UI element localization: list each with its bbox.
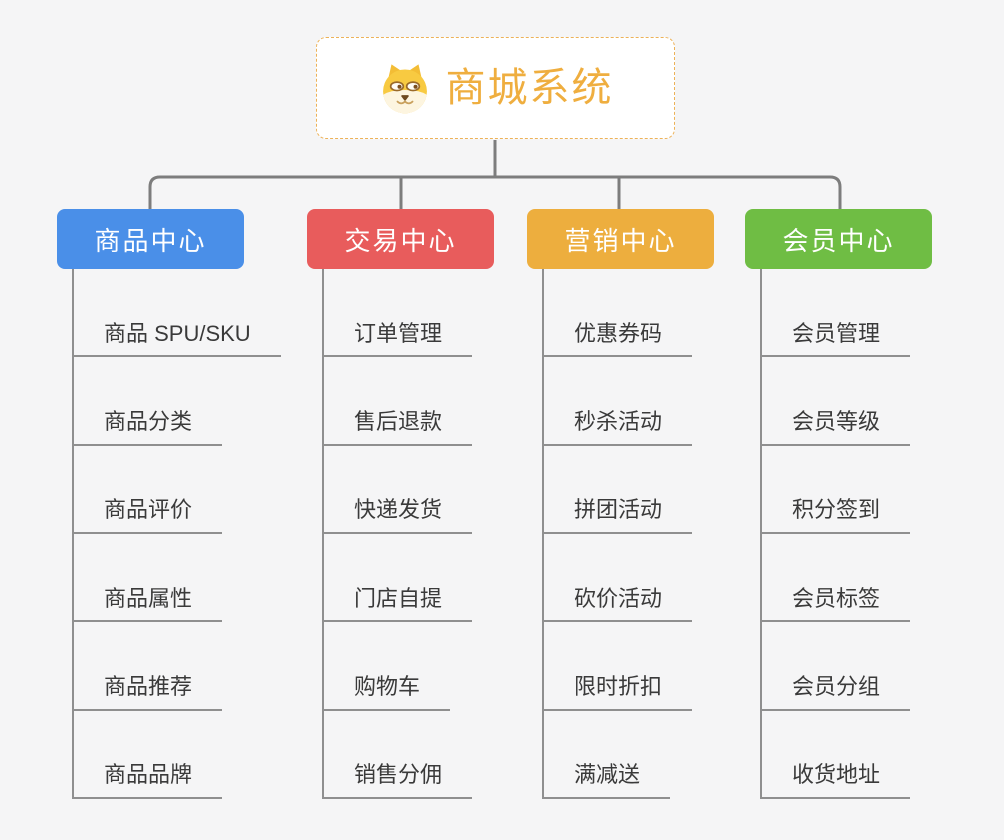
branch-label: 营销中心 — [564, 225, 677, 256]
branch-children-product-center: 商品 SPU/SKU 商品分类商品评价商品属性商品推荐商品品牌 — [72, 269, 281, 799]
leaf-row: 会员等级 — [762, 357, 911, 446]
branch-node-marketing-center[interactable]: 营销中心 — [527, 209, 714, 269]
branch-node-member-center[interactable]: 会员中心 — [745, 209, 932, 269]
leaf-node[interactable]: 购物车 — [324, 673, 451, 711]
branch-node-trade-center[interactable]: 交易中心 — [307, 209, 494, 269]
branch-label: 商品中心 — [94, 225, 207, 256]
leaf-node[interactable]: 商品 SPU/SKU — [74, 320, 281, 358]
branch-label: 交易中心 — [344, 225, 457, 256]
leaf-row: 商品 SPU/SKU — [74, 269, 281, 358]
leaf-node[interactable]: 门店自提 — [324, 585, 473, 623]
leaf-node[interactable]: 满减送 — [544, 761, 671, 799]
leaf-row: 购物车 — [324, 622, 472, 711]
root-title: 商城系统 — [445, 66, 614, 110]
leaf-row: 限时折扣 — [544, 622, 693, 711]
leaf-node[interactable]: 砍价活动 — [544, 585, 693, 623]
leaf-row: 商品推荐 — [74, 622, 281, 711]
leaf-row: 优惠券码 — [544, 269, 693, 358]
branch-children-trade-center: 订单管理售后退款快递发货门店自提购物车销售分佣 — [322, 269, 473, 799]
leaf-row: 商品属性 — [74, 534, 281, 623]
leaf-node[interactable]: 拼团活动 — [544, 496, 693, 534]
leaf-row: 会员分组 — [762, 622, 911, 711]
leaf-node[interactable]: 会员等级 — [762, 408, 911, 446]
branch-label: 会员中心 — [782, 225, 895, 256]
leaf-node[interactable]: 销售分佣 — [324, 761, 473, 799]
branch-rail-line — [148, 175, 842, 209]
leaf-node[interactable]: 商品品牌 — [74, 761, 223, 799]
leaf-row: 快递发货 — [324, 446, 473, 534]
leaf-node[interactable]: 限时折扣 — [544, 673, 693, 711]
root-node[interactable]: 商城系统 — [316, 37, 675, 139]
leaf-row: 砍价活动 — [544, 534, 693, 623]
leaf-node[interactable]: 收货地址 — [762, 761, 911, 799]
leaf-node[interactable]: 售后退款 — [324, 408, 473, 446]
leaf-row: 积分签到 — [762, 446, 911, 534]
branch-children-marketing-center: 优惠券码秒杀活动拼团活动砍价活动限时折扣满减送 — [542, 269, 693, 799]
leaf-node[interactable]: 订单管理 — [324, 320, 473, 358]
leaf-node[interactable]: 商品推荐 — [74, 673, 223, 711]
leaf-row: 售后退款 — [324, 357, 473, 446]
leaf-node[interactable]: 快递发货 — [324, 496, 473, 534]
leaf-row: 会员管理 — [762, 269, 911, 358]
leaf-node[interactable]: 商品评价 — [74, 496, 223, 534]
leaf-row: 会员标签 — [762, 534, 911, 623]
leaf-row: 销售分佣 — [324, 711, 473, 799]
branch-node-product-center[interactable]: 商品中心 — [57, 209, 244, 269]
leaf-row: 商品评价 — [74, 446, 281, 534]
leaf-node[interactable]: 商品属性 — [74, 585, 223, 623]
leaf-node[interactable]: 会员分组 — [762, 673, 911, 711]
leaf-node[interactable]: 优惠券码 — [544, 320, 693, 358]
leaf-row: 秒杀活动 — [544, 357, 693, 446]
leaf-node[interactable]: 积分签到 — [762, 496, 911, 534]
leaf-row: 满减送 — [544, 711, 692, 799]
leaf-row: 商品品牌 — [74, 711, 281, 799]
leaf-row: 拼团活动 — [544, 446, 693, 534]
leaf-node[interactable]: 会员标签 — [762, 585, 911, 623]
leaf-node[interactable]: 会员管理 — [762, 320, 911, 358]
leaf-row: 收货地址 — [762, 711, 911, 799]
branch-children-member-center: 会员管理会员等级积分签到会员标签会员分组收货地址 — [760, 269, 911, 799]
leaf-node[interactable]: 商品分类 — [74, 408, 223, 446]
leaf-row: 订单管理 — [324, 269, 473, 358]
leaf-row: 门店自提 — [324, 534, 473, 623]
shiba-dog-face-icon — [382, 64, 427, 114]
leaf-row: 商品分类 — [74, 357, 281, 446]
leaf-node[interactable]: 秒杀活动 — [544, 408, 693, 446]
